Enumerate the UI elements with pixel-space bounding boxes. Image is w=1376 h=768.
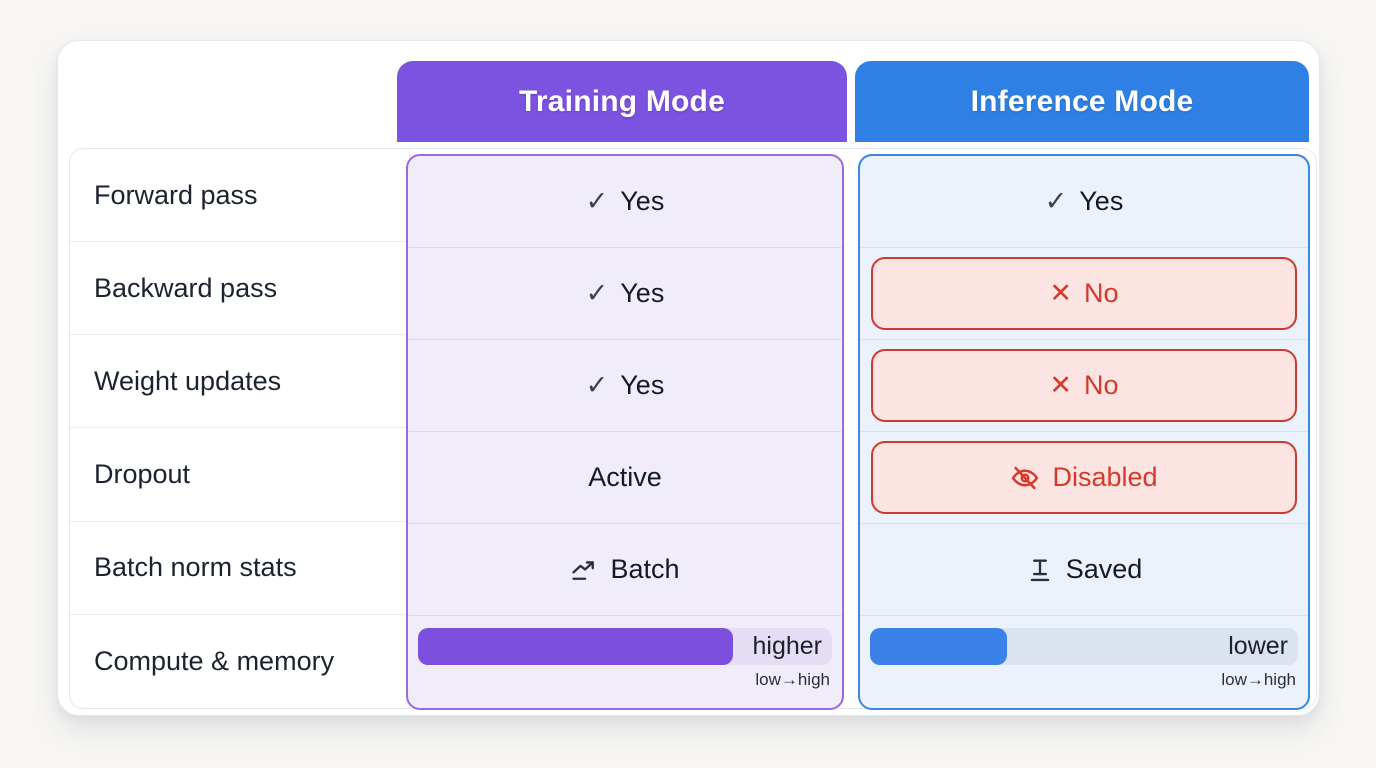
inference-weight-updates-pill: ✕ No bbox=[871, 349, 1297, 422]
training-compute-cell: higher low→high bbox=[408, 616, 842, 708]
text-cursor-icon bbox=[1026, 556, 1054, 584]
training-mode-panel: ✓ Yes ✓ Yes ✓ Yes bbox=[406, 154, 844, 710]
training-compute-bar-label: higher bbox=[752, 632, 823, 660]
inference-compute-bar-fill bbox=[870, 628, 1007, 665]
x-icon: ✕ bbox=[1049, 370, 1073, 400]
row-label-forward-pass: Forward pass bbox=[70, 149, 409, 243]
training-weight-updates-value: Yes bbox=[620, 370, 665, 400]
row-label-dropout: Dropout bbox=[70, 428, 409, 522]
row-label-compute-memory: Compute & memory bbox=[94, 645, 335, 676]
x-icon: ✕ bbox=[1049, 278, 1073, 308]
row-label-weight-updates: Weight updates bbox=[70, 335, 409, 429]
row-label-batch-norm-stats: Batch norm stats bbox=[70, 522, 409, 615]
inference-batch-norm-cell: Saved bbox=[860, 524, 1308, 616]
inference-compute-bar-track: lower bbox=[870, 628, 1298, 665]
training-mode-header: Training Mode bbox=[397, 61, 847, 142]
inference-backward-pass-value: No bbox=[1084, 278, 1119, 308]
training-forward-pass-value: Yes bbox=[620, 186, 665, 216]
inference-compute-scale-label: low→high bbox=[1221, 670, 1296, 689]
inference-dropout-pill: Disabled bbox=[871, 441, 1297, 514]
inference-dropout-value: Disabled bbox=[1052, 462, 1158, 492]
inference-mode-header-label: Inference Mode bbox=[970, 84, 1194, 118]
eye-off-icon bbox=[1010, 463, 1040, 493]
training-compute-bar-fill bbox=[418, 628, 733, 665]
training-batch-norm-cell: Batch bbox=[408, 524, 842, 616]
inference-compute-cell: lower low→high bbox=[860, 616, 1308, 708]
inference-mode-header: Inference Mode bbox=[855, 61, 1309, 142]
training-compute-bar-track: higher bbox=[418, 628, 832, 665]
row-label-backward-pass: Backward pass bbox=[70, 242, 409, 336]
row-label-column: Forward pass Backward pass Weight update… bbox=[70, 149, 410, 708]
trending-up-icon bbox=[570, 556, 598, 584]
training-batch-norm-value: Batch bbox=[610, 554, 680, 584]
inference-compute-bar-label: lower bbox=[1228, 632, 1288, 660]
inference-batch-norm-value: Saved bbox=[1065, 554, 1143, 584]
training-compute-scale-label: low→high bbox=[755, 670, 830, 689]
inference-mode-panel: ✓ Yes ✕ No ✕ No bbox=[858, 154, 1310, 710]
training-dropout-cell: Active bbox=[408, 432, 842, 524]
inference-forward-pass-value: Yes bbox=[1079, 186, 1124, 216]
check-icon: ✓ bbox=[585, 278, 609, 308]
inference-weight-updates-value: No bbox=[1084, 370, 1119, 400]
training-backward-pass-cell: ✓ Yes bbox=[408, 248, 842, 340]
comparison-card: Training Mode Inference Mode Forward pas… bbox=[57, 40, 1320, 716]
inference-backward-pass-cell: ✕ No bbox=[860, 248, 1308, 340]
inference-backward-pass-pill: ✕ No bbox=[871, 257, 1297, 330]
inference-forward-pass-cell: ✓ Yes bbox=[860, 156, 1308, 248]
check-icon: ✓ bbox=[585, 186, 609, 216]
check-icon: ✓ bbox=[1044, 186, 1068, 216]
training-dropout-value: Active bbox=[588, 462, 662, 492]
training-forward-pass-cell: ✓ Yes bbox=[408, 156, 842, 248]
comparison-table: Forward pass Backward pass Weight update… bbox=[69, 148, 1317, 710]
check-icon: ✓ bbox=[585, 370, 609, 400]
training-weight-updates-cell: ✓ Yes bbox=[408, 340, 842, 432]
training-mode-header-label: Training Mode bbox=[519, 84, 725, 118]
inference-dropout-cell: Disabled bbox=[860, 432, 1308, 524]
inference-weight-updates-cell: ✕ No bbox=[860, 340, 1308, 432]
training-backward-pass-value: Yes bbox=[620, 278, 665, 308]
